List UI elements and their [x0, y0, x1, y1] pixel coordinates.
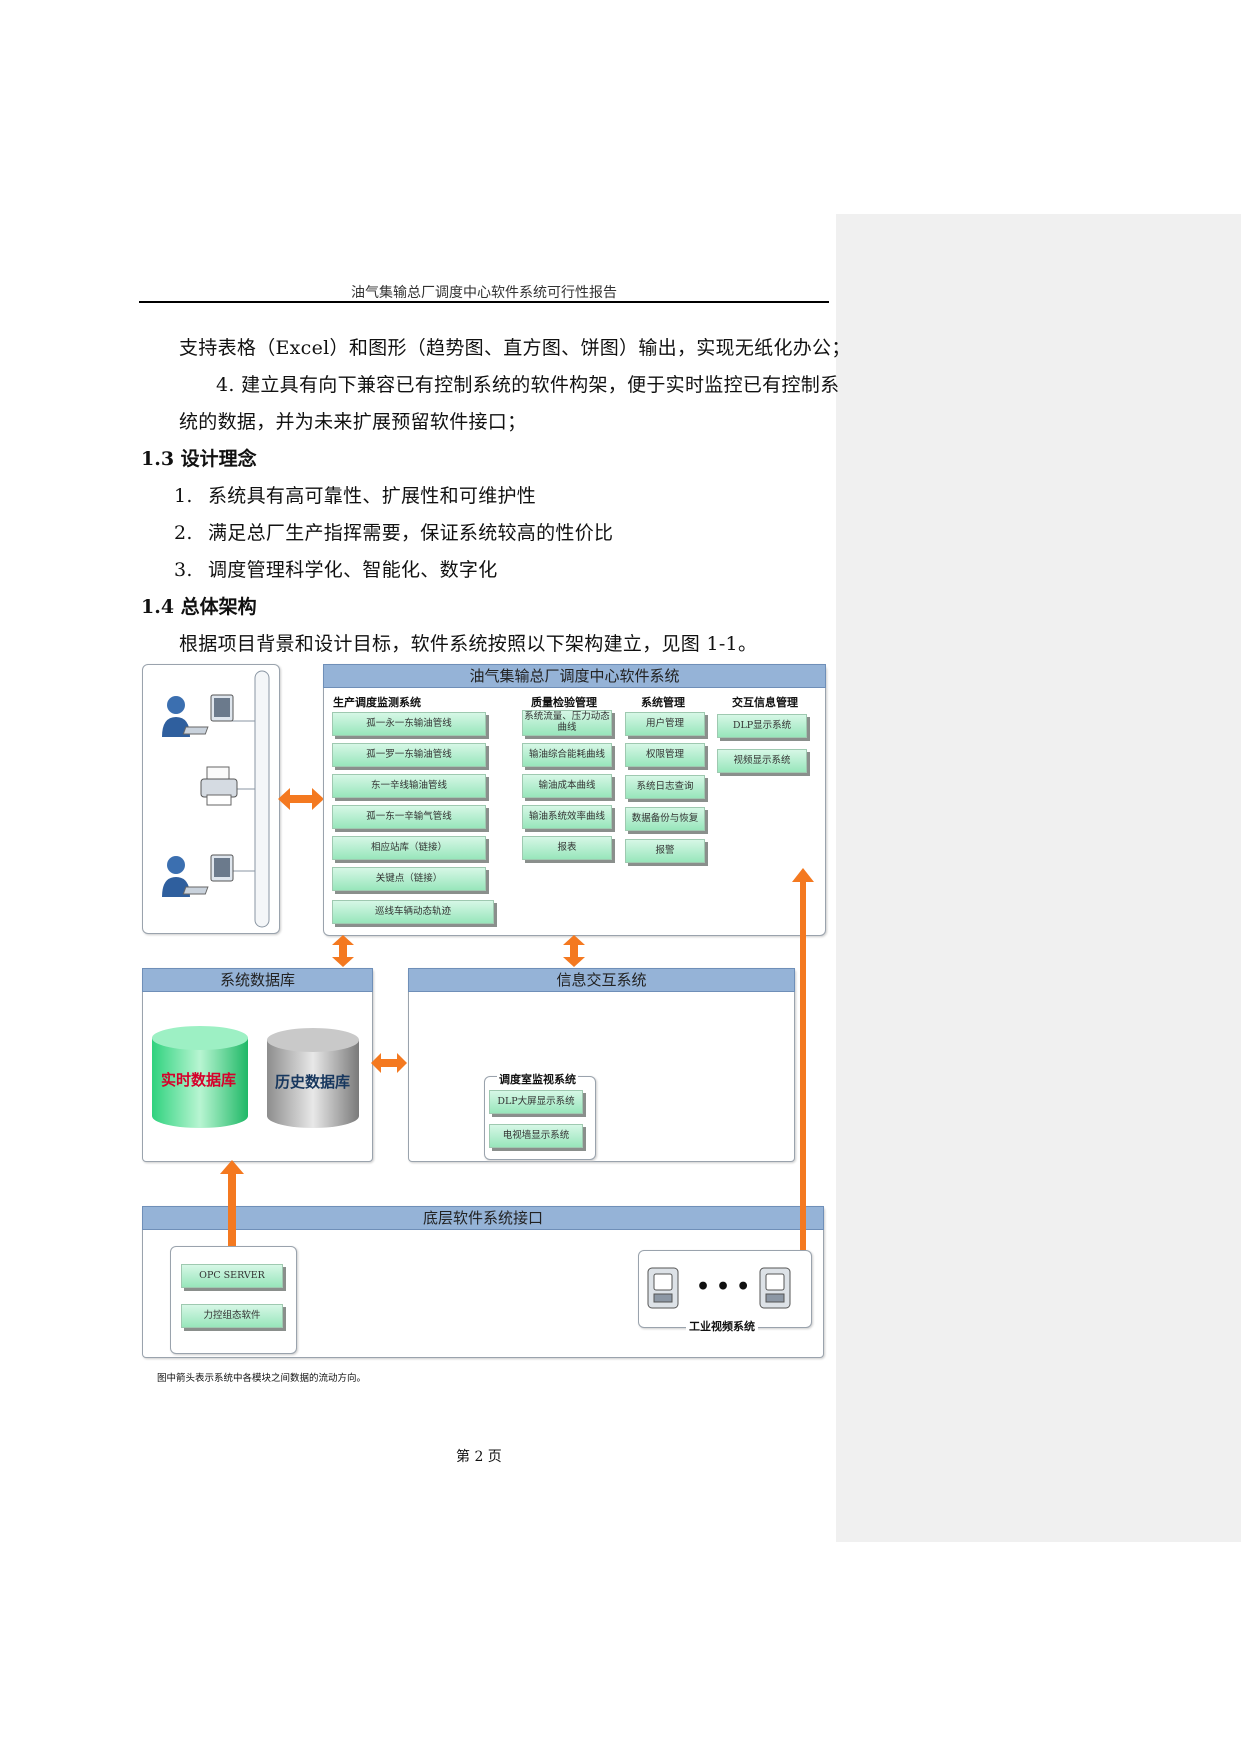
- realtime-database-label: 实时数据库: [161, 1071, 237, 1089]
- server-icon: [647, 1267, 679, 1309]
- up-arrow-icon: [220, 1160, 244, 1246]
- user-workstation-icon: [162, 854, 234, 897]
- up-arrow-icon: [792, 868, 814, 1250]
- system-item[interactable]: 数据备份与恢复: [625, 807, 705, 831]
- quality-group-title: 质量检验管理: [531, 696, 597, 709]
- body-line-1: 支持表格（Excel）和图形（趋势图、直方图、饼图）输出，实现无纸化办公；: [179, 337, 851, 359]
- printer-icon: [200, 766, 238, 806]
- double-arrow-icon: [563, 935, 585, 967]
- body-line-3: 统的数据，并为未来扩展预留软件接口；: [179, 411, 527, 433]
- production-item[interactable]: 巡线车辆动态轨迹: [332, 900, 494, 924]
- production-item[interactable]: 关键点（链接）: [332, 867, 486, 891]
- quality-item[interactable]: 报表: [522, 836, 612, 860]
- page-number: 第 2 页: [456, 1449, 502, 1465]
- quality-item[interactable]: 输油综合能耗曲线: [522, 743, 612, 767]
- header-rule: [139, 301, 829, 303]
- ellipsis-icon: •••: [696, 1274, 757, 1300]
- info-interaction-title: 信息交互系统: [408, 968, 795, 992]
- list-item: 2.满足总厂生产指挥需要，保证系统较高的性价比: [174, 522, 614, 544]
- video-system-label: 工业视频系统: [686, 1318, 758, 1334]
- history-database-icon: [267, 1028, 359, 1128]
- double-arrow-icon: [278, 788, 324, 810]
- body-line-2: 4. 建立具有向下兼容已有控制系统的软件构架，便于实时监控已有控制系: [216, 374, 840, 396]
- history-database-label: 历史数据库: [275, 1073, 351, 1091]
- page-header: 油气集输总厂调度中心软件系统可行性报告: [351, 285, 617, 301]
- system-group-title: 系统管理: [641, 696, 685, 709]
- section-heading-1-3: 1.3 设计理念: [141, 448, 257, 470]
- list-item: 3.调度管理科学化、智能化、数字化: [174, 559, 498, 581]
- production-item[interactable]: 孤一永一东输油管线: [332, 712, 486, 736]
- comment-pane: [836, 214, 1241, 1542]
- system-item[interactable]: 系统日志查询: [625, 775, 705, 799]
- monitor-title: 调度室监视系统: [497, 1071, 578, 1087]
- interaction-item[interactable]: DLP显示系统: [717, 714, 807, 738]
- system-item[interactable]: 权限管理: [625, 743, 705, 767]
- production-item[interactable]: 东一辛线输油管线: [332, 774, 486, 798]
- production-item[interactable]: 孤一东一辛输气管线: [332, 805, 486, 829]
- section-heading-1-4: 1.4 总体架构: [141, 596, 257, 618]
- info-interaction-panel: [408, 968, 795, 1162]
- bottom-interface-title: 底层软件系统接口: [142, 1206, 824, 1230]
- main-system-title: 油气集输总厂调度中心软件系统: [323, 664, 826, 688]
- clients-panel: [142, 664, 280, 934]
- opc-item[interactable]: 力控组态软件: [181, 1304, 283, 1328]
- list-item: 1.系统具有高可靠性、扩展性和可维护性: [174, 485, 537, 507]
- production-item[interactable]: 相应站库（链接）: [332, 836, 486, 860]
- opc-subpanel: [170, 1246, 297, 1354]
- monitor-item[interactable]: DLP大屏显示系统: [489, 1090, 583, 1114]
- database-title: 系统数据库: [142, 968, 373, 992]
- production-item[interactable]: 孤一罗一东输油管线: [332, 743, 486, 767]
- opc-item[interactable]: OPC SERVER: [181, 1264, 283, 1288]
- system-item[interactable]: 报警: [625, 839, 705, 863]
- user-workstation-icon: [162, 694, 234, 737]
- monitor-item[interactable]: 电视墙显示系统: [489, 1124, 583, 1148]
- interaction-item[interactable]: 视频显示系统: [717, 749, 807, 773]
- figure-caption: 图中箭头表示系统中各模块之间数据的流动方向。: [157, 1373, 367, 1384]
- interaction-group-title: 交互信息管理: [732, 696, 798, 709]
- double-arrow-icon: [371, 1053, 407, 1073]
- intro-paragraph: 根据项目背景和设计目标，软件系统按照以下架构建立，见图 1-1。: [179, 633, 758, 655]
- quality-item[interactable]: 输油系统效率曲线: [522, 805, 612, 829]
- realtime-database-icon: [152, 1026, 248, 1128]
- production-group-title: 生产调度监测系统: [333, 696, 421, 709]
- double-arrow-icon: [332, 935, 354, 967]
- quality-item[interactable]: 输油成本曲线: [522, 774, 612, 798]
- server-icon: [759, 1267, 791, 1309]
- quality-item[interactable]: 系统流量、压力动态曲线: [522, 710, 612, 736]
- system-item[interactable]: 用户管理: [625, 712, 705, 736]
